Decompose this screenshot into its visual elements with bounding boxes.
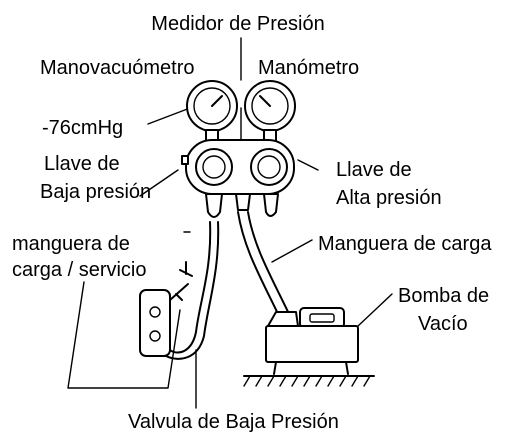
- valve-cap-icon: [179, 261, 193, 277]
- label-high-valve-1: Llave de: [336, 159, 412, 181]
- label-pressure-gauge: Manómetro: [258, 57, 359, 79]
- label-low-pressure-valve: Valvula de Baja Presión: [128, 411, 339, 433]
- label-charge-hose: Manguera de carga: [318, 233, 492, 255]
- high-fitting-icon: [263, 193, 279, 217]
- leader-vacuum-reading: [147, 107, 191, 125]
- label-pump-1: Bomba de: [398, 285, 489, 307]
- leader-service-hose: [67, 281, 181, 389]
- leader-low-valve: [139, 169, 179, 197]
- service-hose-outer: [165, 221, 220, 360]
- label-pump-2: Vacío: [418, 313, 468, 335]
- center-fitting-icon: [235, 193, 251, 211]
- label-manifold-title: Medidor de Presión: [151, 13, 324, 35]
- label-compound-gauge: Manovacuómetro: [40, 57, 195, 79]
- low-valve-knob-icon: [195, 148, 233, 186]
- charge-hose: [237, 211, 281, 319]
- label-low-valve-2: Baja presión: [40, 181, 151, 203]
- charge-hose-outer: [247, 211, 291, 317]
- low-pressure-valve-icon: [139, 261, 193, 357]
- floor-hatching: [243, 375, 375, 387]
- label-vacuum-reading: -76cmHg: [42, 117, 123, 139]
- label-high-valve-2: Alta presión: [336, 187, 442, 209]
- label-low-valve-1: Llave de: [44, 153, 120, 175]
- vacuum-pump-icon: [265, 307, 359, 375]
- pressure-gauge-icon: [244, 80, 296, 143]
- low-fitting-icon: [205, 193, 223, 218]
- compound-gauge-icon: [186, 80, 238, 143]
- leader-lines: [67, 37, 393, 409]
- label-service-hose-2: carga / servicio: [12, 259, 147, 281]
- hoses: [165, 211, 291, 360]
- high-valve-knob-icon: [250, 148, 288, 186]
- leader-pump: [357, 293, 393, 327]
- label-service-hose-1: manguera de: [12, 233, 130, 255]
- leader-high-valve: [297, 159, 319, 171]
- leader-charge-hose: [271, 239, 313, 263]
- service-hose: [169, 221, 212, 354]
- manifold-body: [181, 139, 295, 218]
